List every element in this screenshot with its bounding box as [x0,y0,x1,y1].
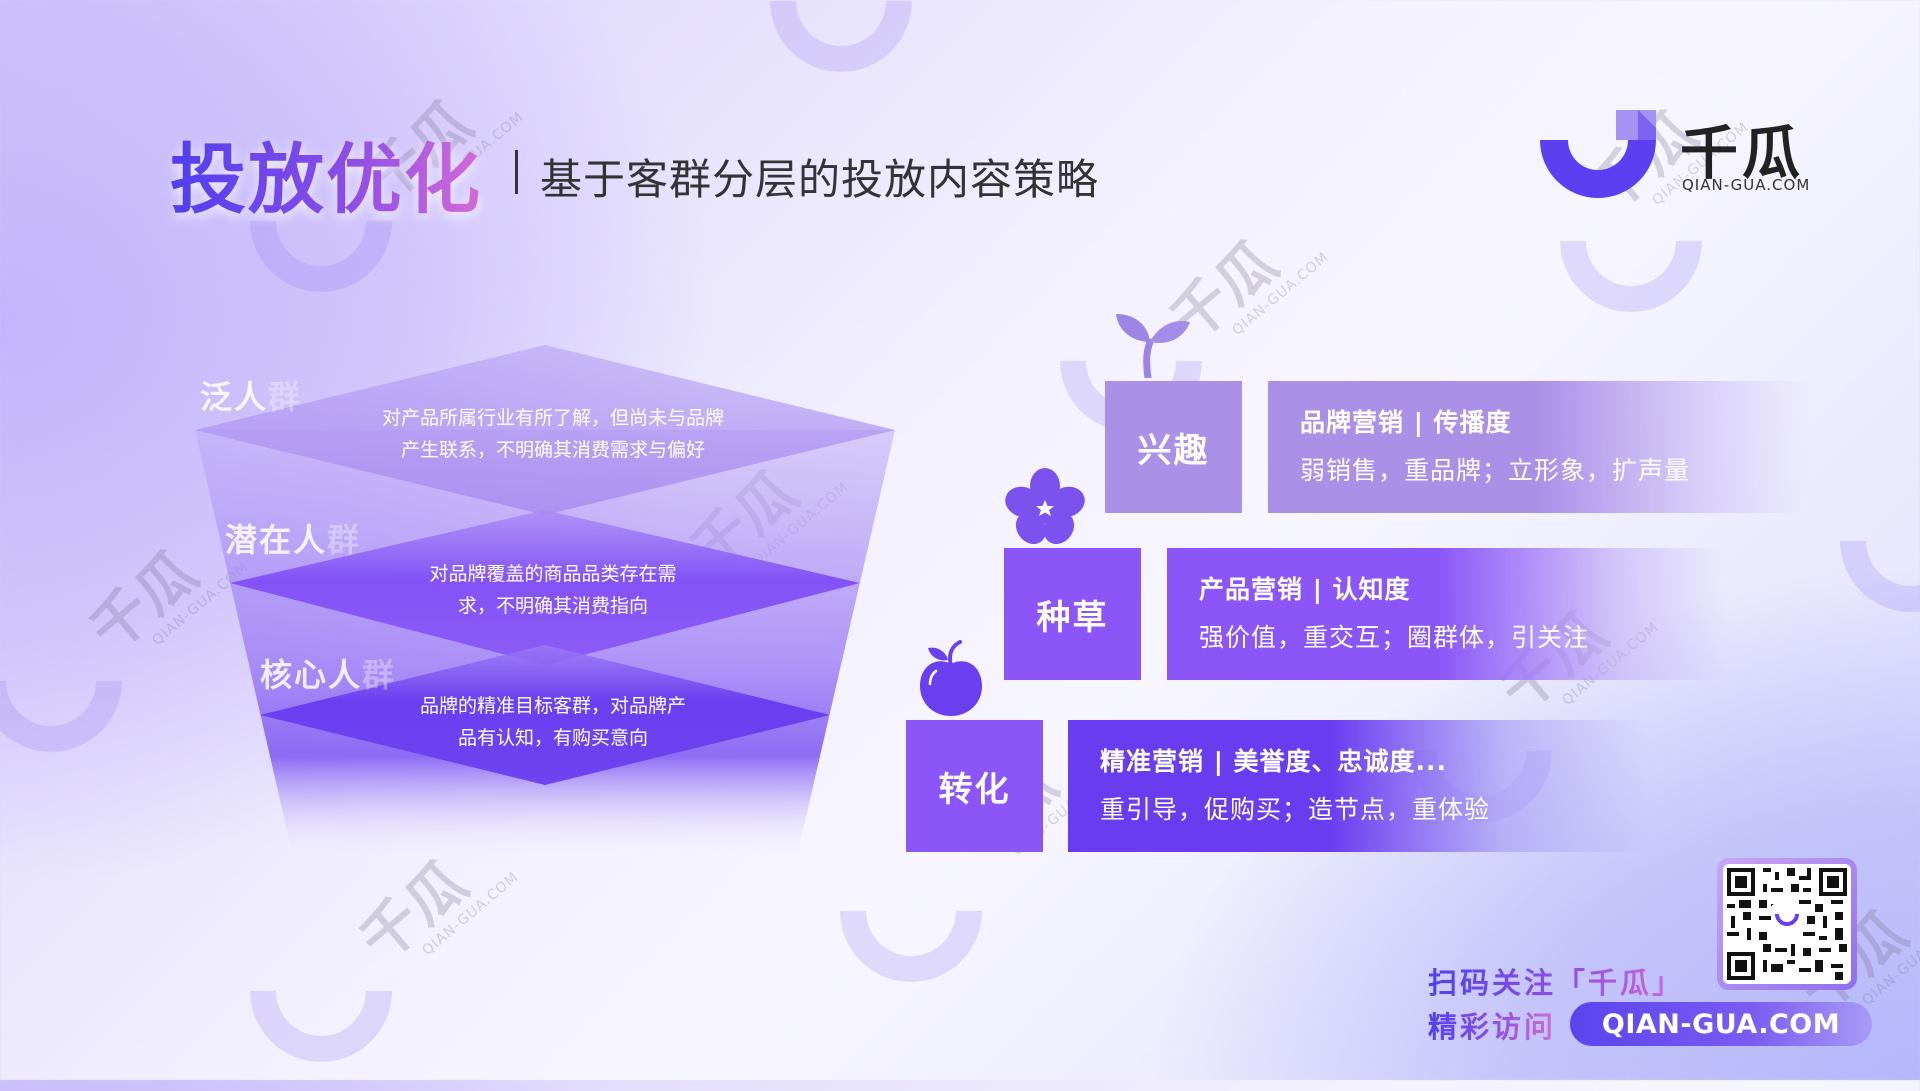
qr-code[interactable] [1717,858,1857,990]
stage-bar-interest: 品牌营销 | 传播度 弱销售，重品牌；立形象，扩声量 [1268,381,1808,513]
stage-detail: 重引导，促购买；造节点，重体验 [1100,795,1491,824]
stage-heading: 精准营销 | 美誉度、忠诚度... [1100,747,1448,776]
stage-detail: 弱销售，重品牌；立形象，扩声量 [1300,456,1691,485]
title-divider [515,150,518,194]
stage-box-seeding: 种草 [1004,548,1141,680]
watermark-logo-arc [0,580,152,782]
funnel-desc-broad: 对产品所属行业有所了解，但尚未与品牌 产生联系，不明确其消费需求与偏好 [381,407,724,461]
watermark-logo-arc [740,0,942,102]
scan-follow-text: 扫码关注「千瓜」 [1428,960,1684,1002]
stage-box-conversion: 转化 [906,720,1043,852]
qiangua-logo-icon [1540,110,1656,198]
stage-bar-seeding: 产品营销 | 认知度 强价值，重交互；圈群体，引关注 [1167,548,1727,680]
stage-box-interest: 兴趣 [1105,381,1242,513]
funnel-desc-potential: 对品牌覆盖的商品品类存在需 求，不明确其消费指向 [429,563,677,617]
flower-icon [1005,468,1085,544]
visit-text: 精彩访问 [1428,1004,1556,1046]
site-url-button[interactable]: QIAN-GUA.COM [1570,1002,1872,1046]
logo-name: 千瓜 [1680,119,1805,187]
sprout-icon [1116,314,1190,378]
watermark-logo-arc [1810,440,1920,642]
page-subtitle: 基于客群分层的投放内容策略 [540,155,1100,204]
watermark-logo-arc [220,890,422,1091]
stage-heading: 产品营销 | 认知度 [1199,575,1411,604]
stage-detail: 强价值，重交互；圈群体，引关注 [1199,623,1590,652]
stage-heading: 品牌营销 | 传播度 [1300,408,1512,437]
funnel-label-broad: 泛人群 [200,378,303,416]
audience-funnel [195,345,895,865]
page-title: 投放优化 [170,118,482,228]
qr-pattern-icon [1727,868,1847,980]
funnel-label-potential: 潜在人群 [225,521,362,559]
stage-bar-conversion: 精准营销 | 美誉度、忠诚度... 重引导，促购买；造节点，重体验 [1068,720,1648,852]
fruit-icon [920,640,982,716]
funnel-label-core: 核心人群 [260,656,397,694]
funnel-desc-core: 品牌的精准目标客群，对品牌产 品有认知，有购买意向 [419,695,686,749]
logo-url: QIAN-GUA.COM [1682,176,1811,194]
